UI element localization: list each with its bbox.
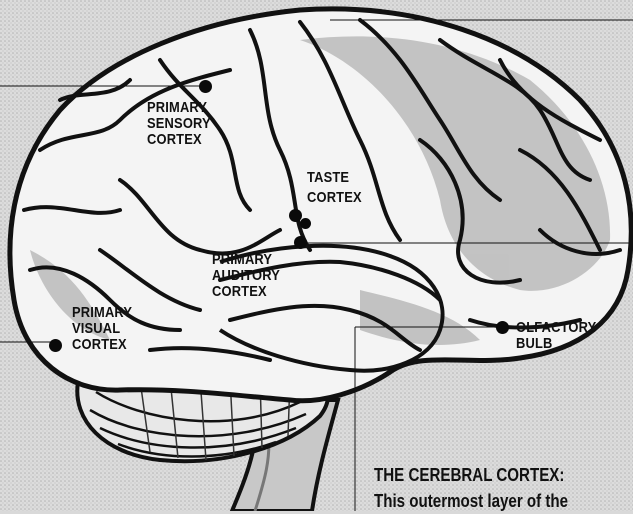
- label-taste-cortex: TASTE CORTEX: [307, 170, 362, 206]
- label-primary-visual-cortex: PRIMARY VISUAL CORTEX: [72, 305, 132, 353]
- label-line: PRIMARY: [72, 305, 132, 321]
- caption-title: THE CEREBRAL CORTEX:: [374, 462, 568, 488]
- label-line: AUDITORY: [212, 268, 280, 284]
- olfactory-bulb-marker: [496, 321, 509, 334]
- label-line: VISUAL: [72, 321, 132, 337]
- taste-cortex-marker-2: [300, 218, 311, 229]
- caption-text: This outermost layer of the: [374, 488, 568, 514]
- label-line: CORTEX: [212, 284, 280, 300]
- label-line: PRIMARY: [147, 100, 211, 116]
- caption: THE CEREBRAL CORTEX: This outermost laye…: [374, 462, 568, 514]
- label-line: BULB: [516, 336, 596, 352]
- label-line: CORTEX: [307, 190, 362, 206]
- visual-cortex-marker: [49, 339, 62, 352]
- label-line: OLFACTORY: [516, 320, 596, 336]
- label-line: TASTE: [307, 170, 362, 186]
- label-line: PRIMARY: [212, 252, 280, 268]
- sensory-cortex-marker: [199, 80, 212, 93]
- label-line: CORTEX: [147, 132, 211, 148]
- label-primary-sensory-cortex: PRIMARY SENSORY CORTEX: [147, 100, 211, 148]
- label-primary-auditory-cortex: PRIMARY AUDITORY CORTEX: [212, 252, 280, 300]
- label-olfactory-bulb: OLFACTORY BULB: [516, 320, 596, 352]
- label-line: CORTEX: [72, 337, 132, 353]
- label-line: SENSORY: [147, 116, 211, 132]
- auditory-cortex-marker: [294, 236, 307, 249]
